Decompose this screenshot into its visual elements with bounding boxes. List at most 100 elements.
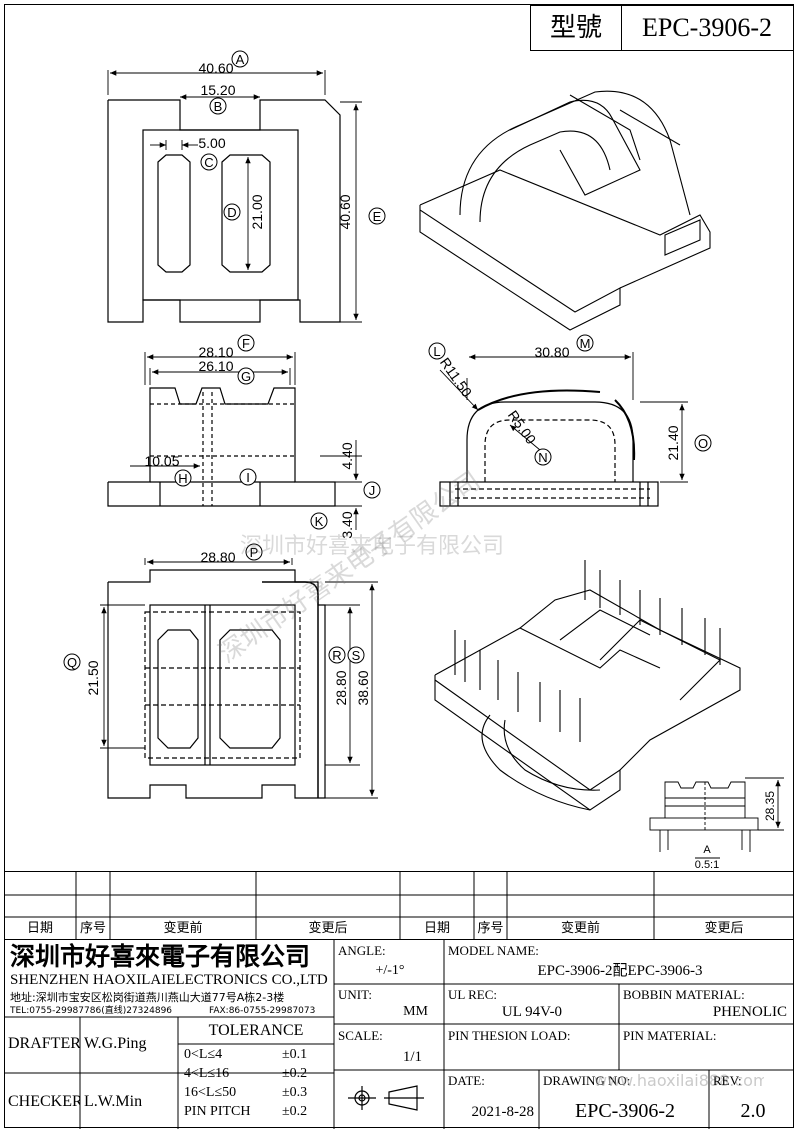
callout-A: A bbox=[231, 50, 249, 68]
rev-header-after-2: 变更后 bbox=[704, 921, 744, 936]
rev-header-seq: 序号 bbox=[79, 921, 106, 936]
callout-P: P bbox=[245, 543, 263, 561]
revision-table: 日期 序号 变更前 变更后 日期 序号 变更前 变更后 bbox=[4, 871, 794, 940]
drawing-no-label: DRAWING NO: bbox=[543, 1073, 631, 1088]
part-number-cell: EPC-3906-2 bbox=[621, 5, 794, 51]
checker-value: L.W.Min bbox=[84, 1093, 143, 1110]
dim-b: 15.20 bbox=[200, 82, 235, 98]
svg-text:Q: Q bbox=[67, 655, 77, 670]
rev-value: 2.0 bbox=[740, 1100, 766, 1122]
tolerance-value-1: ±0.1 bbox=[282, 1047, 308, 1062]
callout-R: R bbox=[328, 646, 346, 664]
callout-F: F bbox=[237, 334, 255, 352]
rev-header-before-2: 变更前 bbox=[560, 921, 600, 936]
svg-text:J: J bbox=[369, 483, 376, 498]
model-name-label: MODEL NAME: bbox=[448, 943, 539, 958]
dim-d: 21.00 bbox=[249, 194, 265, 229]
rev-header-before: 变更前 bbox=[163, 921, 203, 936]
tolerance-value-3: ±0.3 bbox=[282, 1085, 308, 1100]
callout-I: I bbox=[239, 468, 257, 486]
tolerance-range-4: PIN PITCH bbox=[184, 1104, 251, 1119]
date-value: 2021-8-28 bbox=[471, 1104, 535, 1120]
bottom-view bbox=[107, 569, 326, 799]
svg-text:S: S bbox=[352, 648, 361, 663]
tolerance-range-3: 16<L≤50 bbox=[184, 1085, 237, 1100]
dim-e: 40.60 bbox=[337, 194, 353, 229]
company-fax: FAX:86-0755-29987073 bbox=[209, 1006, 316, 1016]
rev-header-date-2: 日期 bbox=[423, 921, 450, 936]
engineering-drawing: A B C D E F G H I J K L M N O P Q R S 40… bbox=[63, 50, 784, 870]
svg-text:D: D bbox=[227, 205, 236, 220]
side-view-dimensions bbox=[439, 352, 688, 483]
drafter-value: W.G.Ping bbox=[84, 1035, 147, 1052]
unit-value: MM bbox=[403, 1004, 428, 1019]
pin-material-label: PIN MATERIAL: bbox=[623, 1028, 717, 1043]
svg-text:F: F bbox=[242, 336, 250, 351]
callout-C: C bbox=[200, 153, 218, 171]
dim-o: 21.40 bbox=[665, 425, 681, 460]
dim-g: 26.10 bbox=[198, 358, 233, 374]
callout-D: D bbox=[223, 203, 241, 221]
dim-j: 4.40 bbox=[339, 442, 355, 469]
pin-tension-label: PIN THESION LOAD: bbox=[448, 1028, 571, 1043]
svg-text:H: H bbox=[178, 471, 187, 486]
company-address: 地址:深圳市宝安区松岗街道燕川燕山大道77号A栋2-3楼 bbox=[10, 991, 285, 1004]
dim-k: 3.40 bbox=[339, 511, 355, 538]
detail-view-a bbox=[649, 777, 784, 859]
svg-text:M: M bbox=[580, 336, 591, 351]
dim-r: 28.80 bbox=[333, 670, 349, 705]
projection-symbol-icon bbox=[348, 1085, 424, 1111]
top-view-dimensions bbox=[107, 70, 362, 323]
drawing-frame bbox=[4, 4, 794, 1128]
rev-header-seq-2: 序号 bbox=[477, 921, 504, 936]
dim-q: 21.50 bbox=[85, 660, 101, 695]
svg-text:O: O bbox=[698, 436, 708, 451]
date-label: DATE: bbox=[448, 1073, 485, 1088]
ul-rec-label: UL REC: bbox=[448, 987, 497, 1002]
rev-header-after: 变更后 bbox=[308, 921, 348, 936]
svg-text:B: B bbox=[214, 99, 223, 114]
dim-n: R5.00 bbox=[505, 407, 540, 447]
svg-text:N: N bbox=[538, 450, 547, 465]
callout-S: S bbox=[347, 646, 365, 664]
checker-label: CHECKER bbox=[8, 1093, 80, 1110]
rev-header-date: 日期 bbox=[26, 921, 53, 936]
title-block: 深圳市好喜來電子有限公司 SHENZHEN HAOXILAIELECTRONIC… bbox=[4, 939, 794, 1129]
dim-s: 38.60 bbox=[355, 670, 371, 705]
dimension-callouts: A B C D E F G H I J K L M N O P Q R S bbox=[63, 50, 712, 671]
model-name-value: EPC-3906-2配EPC-3906-3 bbox=[537, 963, 703, 979]
svg-text:G: G bbox=[241, 369, 251, 384]
callout-O: O bbox=[694, 434, 712, 452]
angle-value: +/-1° bbox=[375, 963, 405, 978]
dim-side: 28.35 bbox=[763, 791, 777, 821]
tolerance-value-2: ±0.2 bbox=[282, 1066, 308, 1081]
callout-E: E bbox=[368, 207, 386, 225]
company-tel: TEL:0755-29987786(直线)27324896 bbox=[10, 1006, 173, 1016]
company-name-en: SHENZHEN HAOXILAIELECTRONICS CO.,LTD bbox=[10, 972, 328, 988]
dim-h: 10.05 bbox=[144, 453, 179, 469]
dim-c: 5.00 bbox=[198, 135, 225, 151]
callout-B: B bbox=[209, 97, 227, 115]
detail-scale: 0.5:1 bbox=[695, 859, 719, 870]
bottom-view-dimensions bbox=[100, 558, 378, 799]
drafter-label: DRAFTER bbox=[8, 1035, 80, 1052]
tolerance-range-2: 4<L≤16 bbox=[184, 1066, 230, 1081]
scale-value: 1/1 bbox=[402, 1049, 422, 1065]
type-label-cell: 型號 bbox=[530, 5, 622, 51]
unit-label: UNIT: bbox=[338, 987, 373, 1002]
svg-text:R: R bbox=[332, 648, 341, 663]
callout-K: K bbox=[310, 512, 328, 530]
front-view bbox=[107, 387, 336, 507]
tolerance-title: TOLERANCE bbox=[208, 1022, 304, 1039]
callout-J: J bbox=[363, 481, 381, 499]
rev-label: REV: bbox=[713, 1073, 742, 1088]
callout-N: N bbox=[534, 448, 552, 466]
svg-text:L: L bbox=[433, 344, 440, 359]
tolerance-value-4: ±0.2 bbox=[282, 1104, 308, 1119]
front-view-dimensions bbox=[130, 352, 362, 530]
dim-a: 40.60 bbox=[198, 60, 233, 76]
scale-label: SCALE: bbox=[338, 1028, 383, 1043]
callout-L: L bbox=[428, 342, 446, 360]
callout-Q: Q bbox=[63, 653, 81, 671]
isometric-top bbox=[419, 90, 711, 331]
